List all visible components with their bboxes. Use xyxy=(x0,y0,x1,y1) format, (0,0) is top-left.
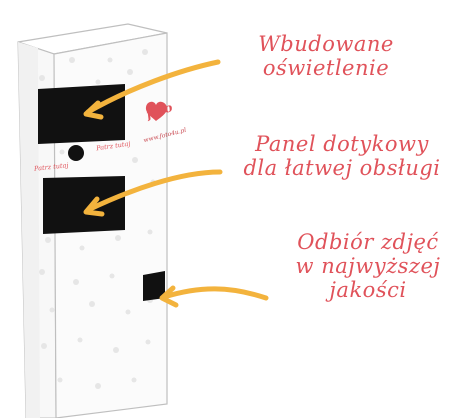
label-built-in-lighting: Wbudowane oświetlenie xyxy=(226,32,426,80)
label-line: Odbiór zdjęć xyxy=(297,230,439,254)
camera-lens-icon xyxy=(68,145,84,161)
arrow-panel-head xyxy=(83,196,105,217)
label-line: jakości xyxy=(329,278,407,302)
arrow-icon xyxy=(83,59,269,308)
arrow-panel xyxy=(85,169,223,213)
booth-left-face xyxy=(18,42,40,418)
label-touch-panel: Panel dotykowy dla łatwej obsługi xyxy=(222,132,462,180)
arrow-lighting xyxy=(85,59,221,115)
print-slot xyxy=(143,271,165,301)
arrow-photos-head xyxy=(159,285,179,308)
label-line: w najwyższej xyxy=(295,254,441,278)
heart-logo-icon xyxy=(145,101,168,121)
label-line: Wbudowane xyxy=(258,32,394,56)
label-line: dla łatwej obsługi xyxy=(243,156,441,180)
label-line: oświetlenie xyxy=(262,56,390,80)
label-photo-quality: Odbiór zdjęć w najwyższej jakości xyxy=(268,230,468,302)
touch-panel-screen xyxy=(43,176,125,234)
arrow-photos xyxy=(161,286,269,301)
upper-screen xyxy=(38,84,125,144)
label-line: Panel dotykowy xyxy=(255,132,429,156)
arrow-lighting-head xyxy=(83,100,104,120)
